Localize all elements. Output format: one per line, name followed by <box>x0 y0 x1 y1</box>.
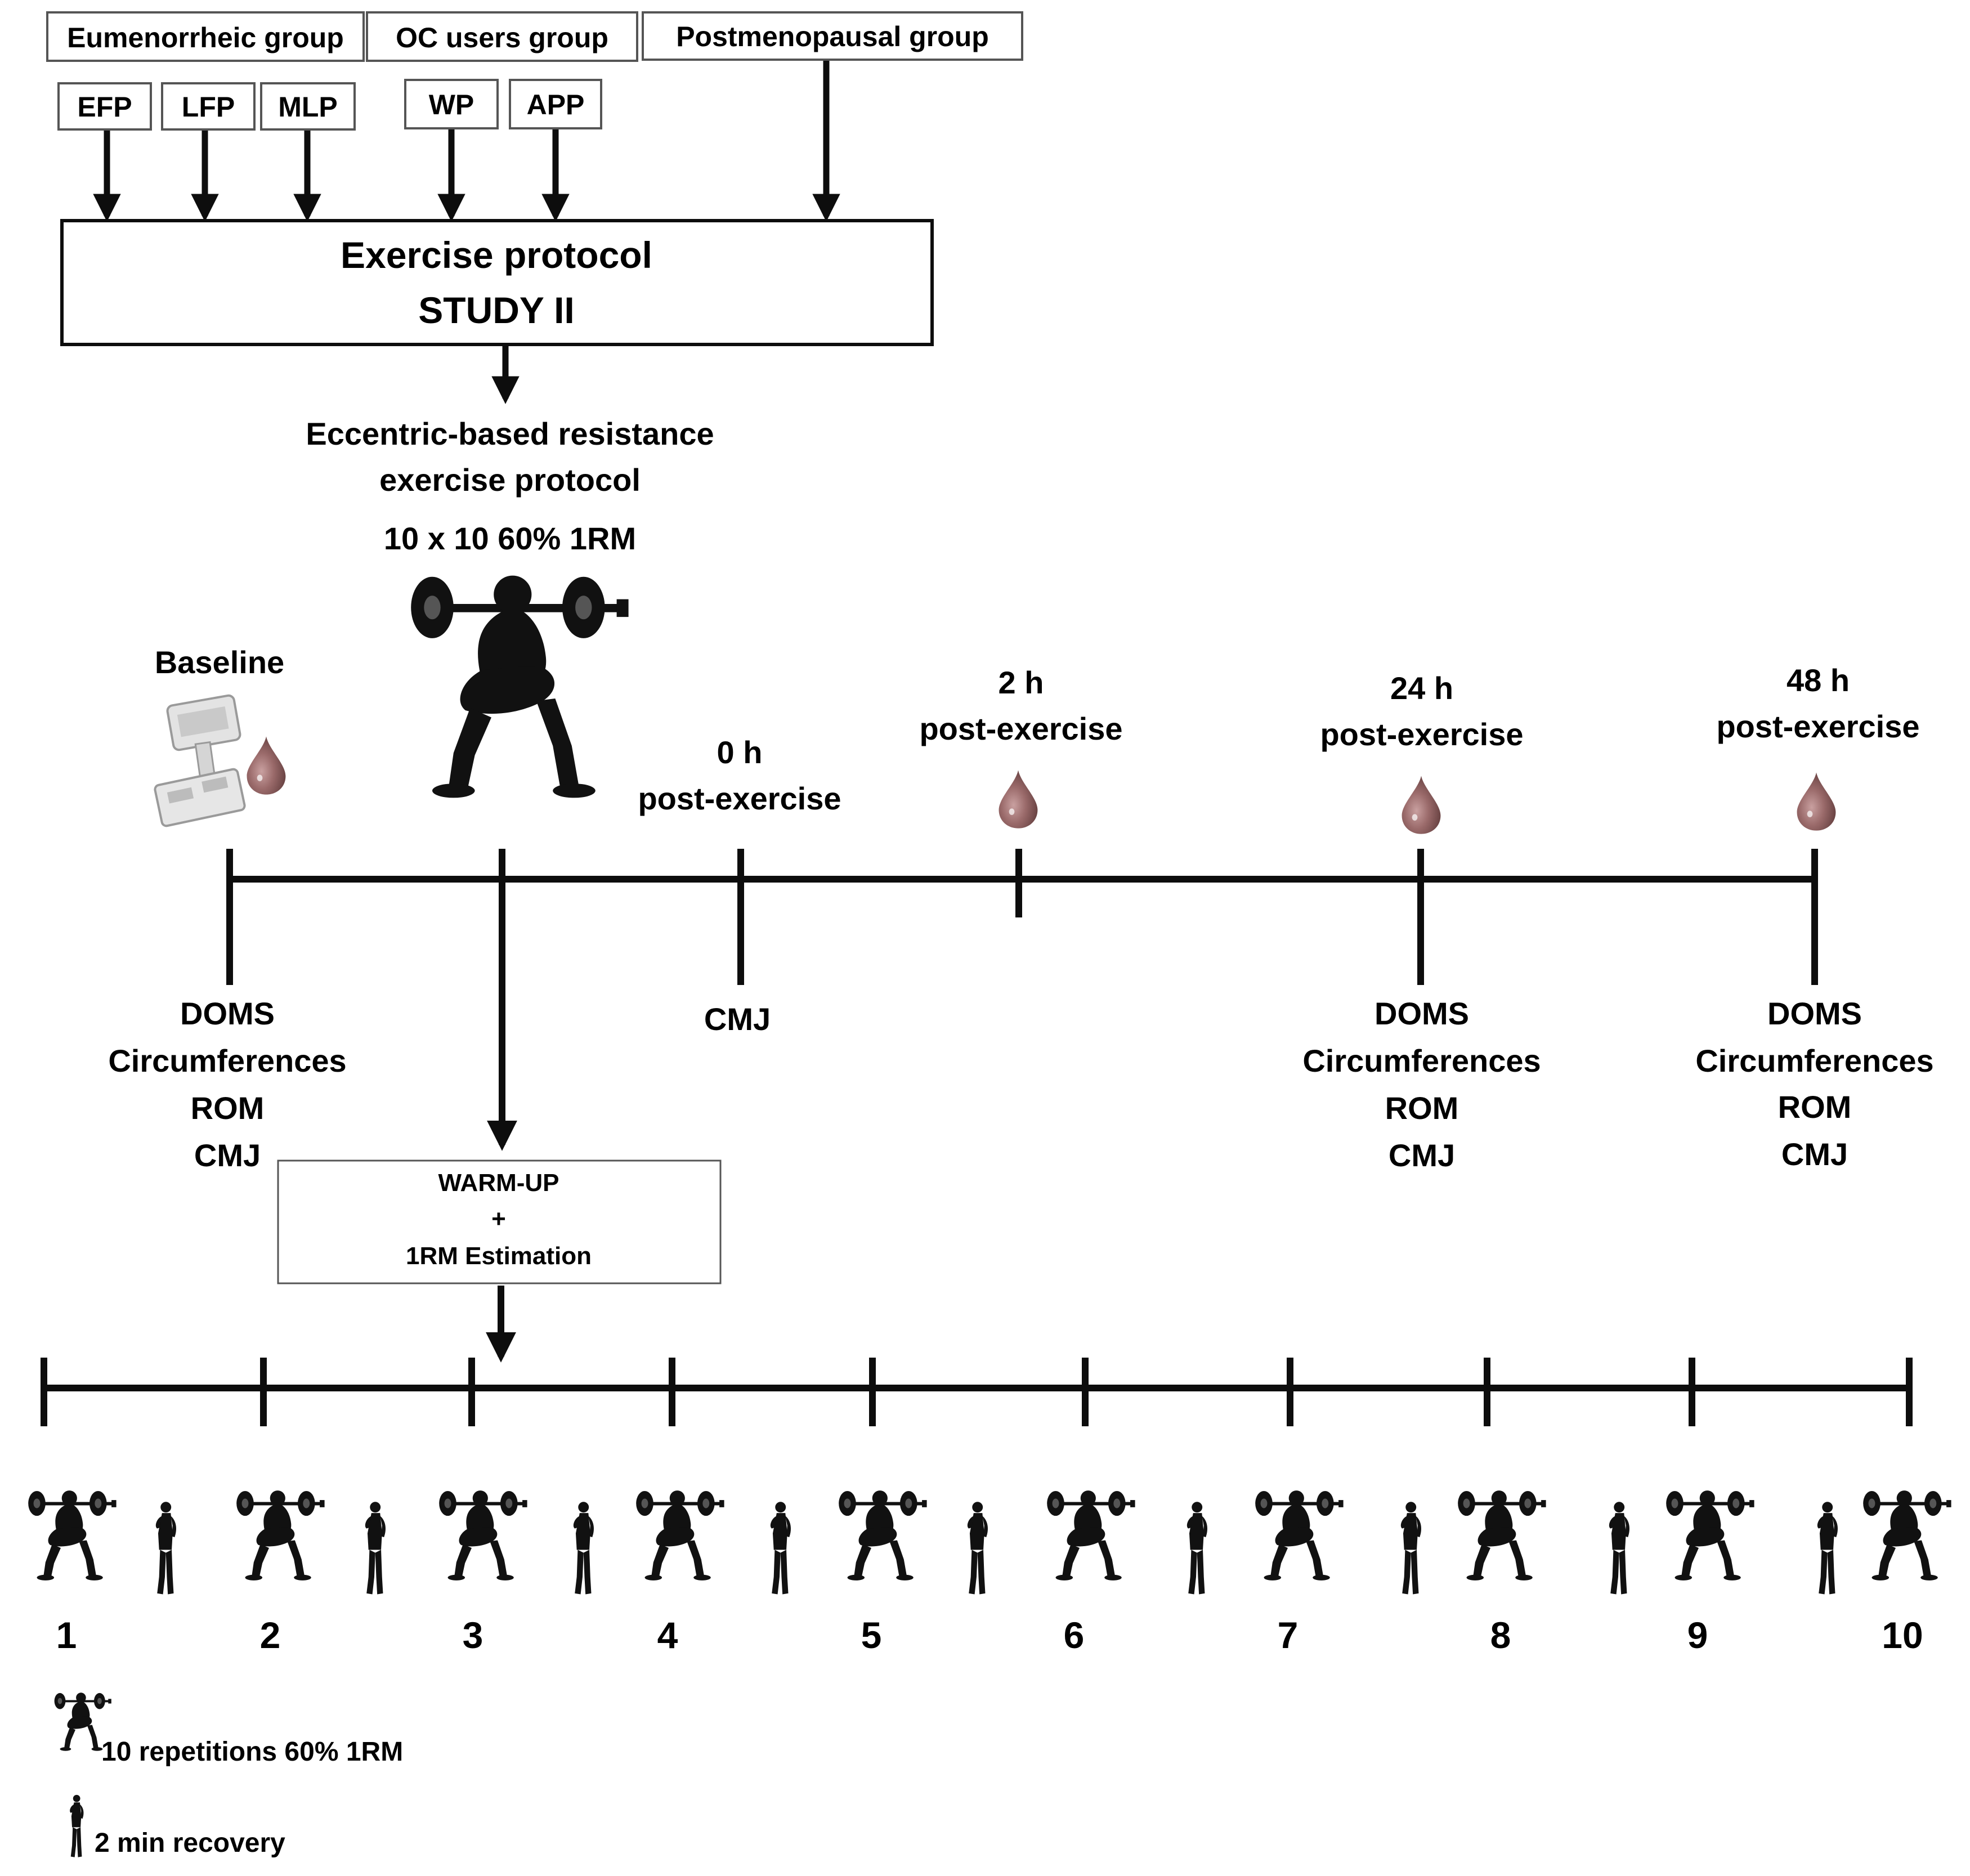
set-squat-icon <box>1458 1490 1546 1581</box>
group-postmenopausal-label: Postmenopausal group <box>676 21 989 52</box>
set-number: 7 <box>1278 1614 1299 1656</box>
blood-drop-icon-48h <box>1797 772 1836 831</box>
t48-hour: 48 h <box>1787 662 1850 698</box>
measures-baseline: DOMS Circumferences ROM CMJ <box>108 996 346 1173</box>
measure-item: Circumferences <box>108 1043 346 1078</box>
measure-item: DOMS <box>1374 996 1469 1031</box>
measures-0h: CMJ <box>704 1001 771 1037</box>
set-number: 5 <box>861 1614 882 1656</box>
exercise-protocol-box: Exercise protocol STUDY II <box>60 219 934 346</box>
group-oc-users-label: OC users group <box>396 22 608 53</box>
t48-label: post-exercise <box>1716 709 1919 744</box>
set-number: 8 <box>1490 1614 1511 1656</box>
phase-box-app: APP <box>509 79 602 129</box>
eccentric-title-line2: exercise protocol <box>379 462 641 498</box>
recovery-person-icon <box>155 1502 177 1595</box>
t2-hour: 2 h <box>999 665 1044 700</box>
phase-label-wp: WP <box>429 89 474 120</box>
set-number: 4 <box>657 1614 678 1656</box>
set-number: 10 <box>1882 1614 1923 1656</box>
recovery-person-icon <box>967 1502 988 1595</box>
group-to-protocol-arrows <box>93 61 840 222</box>
set-number: 3 <box>463 1614 483 1656</box>
set-squat-icon <box>236 1490 325 1581</box>
set-squat-icon <box>1666 1490 1754 1581</box>
t24-label: post-exercise <box>1320 717 1523 752</box>
eccentric-title-line1: Eccentric-based resistance <box>306 416 714 451</box>
phase-label-app: APP <box>527 89 585 120</box>
body-composition-scale-icon <box>154 694 246 827</box>
protocol-title: Exercise protocol <box>341 234 652 276</box>
phase-box-mlp: MLP <box>260 82 356 131</box>
legend-recovery-icon <box>70 1794 84 1857</box>
t24-hour: 24 h <box>1390 670 1453 706</box>
set-number: 6 <box>1064 1614 1085 1656</box>
t2-label: post-exercise <box>919 711 1122 746</box>
group-eumenorrheic-label: Eumenorrheic group <box>67 22 344 53</box>
measure-item: CMJ <box>194 1138 261 1173</box>
eccentric-dose: 10 x 10 60% 1RM <box>384 521 636 556</box>
warmup-line3: 1RM Estimation <box>406 1242 592 1270</box>
group-eumenorrheic-box: Eumenorrheic group <box>46 11 365 62</box>
measure-item: Circumferences <box>1695 1043 1933 1078</box>
measure-item: DOMS <box>1767 996 1862 1031</box>
set-squat-icon <box>636 1490 724 1581</box>
measure-item: ROM <box>191 1090 265 1126</box>
set-number: 9 <box>1687 1614 1708 1656</box>
legend-recovery-label: 2 min recovery <box>95 1828 285 1858</box>
group-postmenopausal-box: Postmenopausal group <box>642 11 1023 61</box>
set-squat-icon <box>439 1490 527 1581</box>
phase-box-wp: WP <box>404 79 499 129</box>
set-squat-icon <box>1863 1490 1951 1581</box>
measure-item: CMJ <box>1781 1136 1848 1172</box>
set-squat-icon <box>28 1490 117 1581</box>
phase-label-lfp: LFP <box>182 91 235 123</box>
sets-timeline <box>41 1358 1913 1426</box>
t0-label: post-exercise <box>638 781 841 816</box>
set-number: 2 <box>260 1614 281 1656</box>
measure-item: CMJ <box>704 1001 771 1037</box>
measure-item: ROM <box>1385 1090 1459 1126</box>
recovery-person-icon <box>1609 1502 1630 1595</box>
warmup-box: WARM-UP + 1RM Estimation <box>277 1159 722 1284</box>
baseline-label: Baseline <box>155 644 284 680</box>
set-number: 1 <box>56 1614 77 1656</box>
phase-box-lfp: LFP <box>161 82 256 131</box>
t0-hour: 0 h <box>717 735 763 770</box>
legend-squat-label: 10 repetitions 60% 1RM <box>101 1737 403 1767</box>
phase-box-efp: EFP <box>57 82 152 131</box>
recovery-person-icon <box>573 1502 594 1595</box>
measure-item: Circumferences <box>1302 1043 1541 1078</box>
group-oc-users-box: OC users group <box>366 11 638 62</box>
set-squat-icon <box>1047 1490 1135 1581</box>
sets-figures: 1 2 3 4 5 6 7 8 9 10 <box>28 1490 1951 1656</box>
phase-label-efp: EFP <box>77 91 132 123</box>
blood-drop-icon-baseline <box>247 736 286 795</box>
measure-item: ROM <box>1778 1089 1852 1125</box>
legend: 10 repetitions 60% 1RM 2 min recovery <box>54 1693 403 1858</box>
recovery-person-icon <box>1400 1502 1422 1595</box>
blood-drop-icon-2h <box>999 770 1038 829</box>
squat-athlete-icon <box>411 575 629 798</box>
recovery-person-icon <box>1187 1502 1208 1595</box>
recovery-person-icon <box>1817 1502 1838 1595</box>
phase-label-mlp: MLP <box>278 91 338 123</box>
measure-item: CMJ <box>1389 1138 1455 1173</box>
protocol-study: STUDY II <box>418 289 575 331</box>
measures-48h: DOMS Circumferences ROM CMJ <box>1695 996 1933 1172</box>
measures-24h: DOMS Circumferences ROM CMJ <box>1302 996 1541 1173</box>
main-timeline <box>226 849 1818 985</box>
recovery-person-icon <box>365 1502 386 1595</box>
blood-drop-icon-24h <box>1402 776 1441 834</box>
set-squat-icon <box>839 1490 927 1581</box>
measure-item: DOMS <box>180 996 275 1031</box>
recovery-person-icon <box>770 1502 791 1595</box>
warmup-line2: + <box>491 1205 506 1233</box>
set-squat-icon <box>1255 1490 1344 1581</box>
warmup-line1: WARM-UP <box>438 1169 559 1197</box>
